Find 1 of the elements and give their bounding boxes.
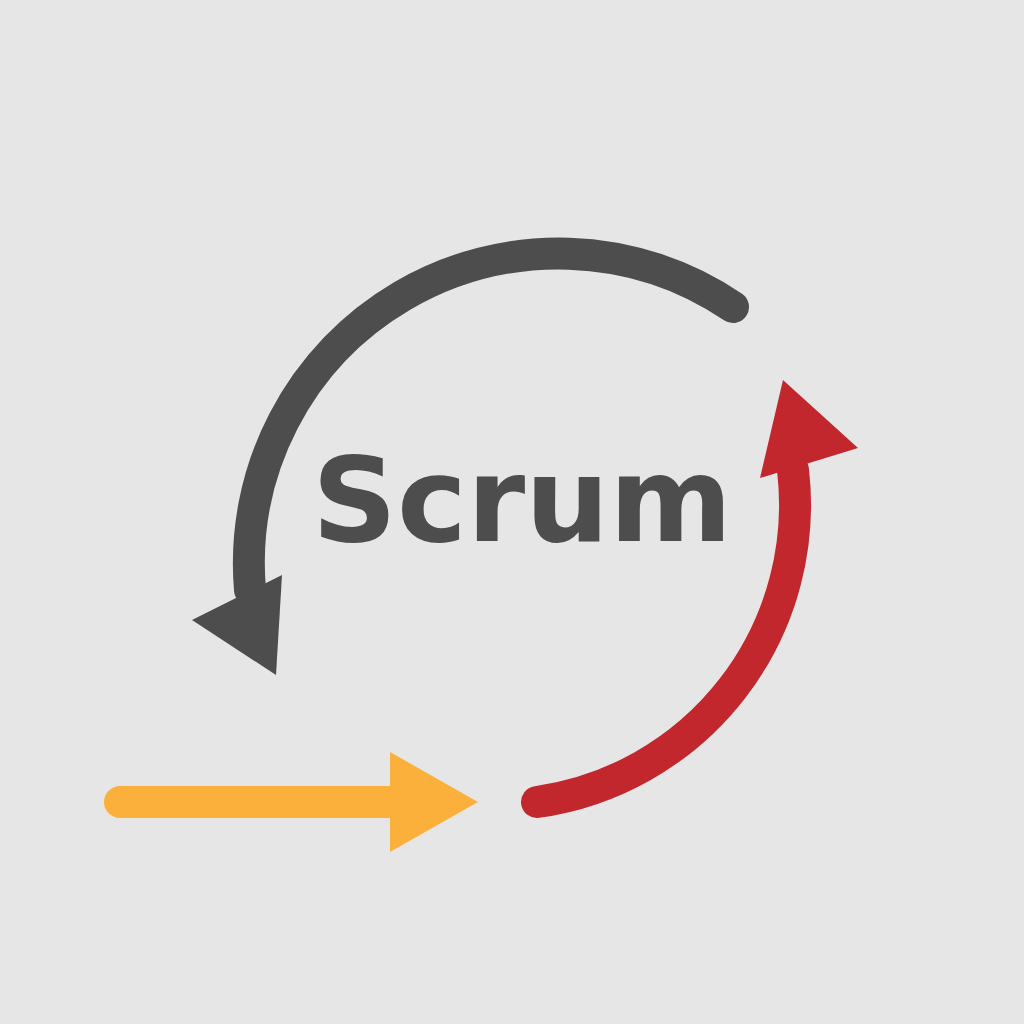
title: Scrum — [312, 430, 733, 570]
